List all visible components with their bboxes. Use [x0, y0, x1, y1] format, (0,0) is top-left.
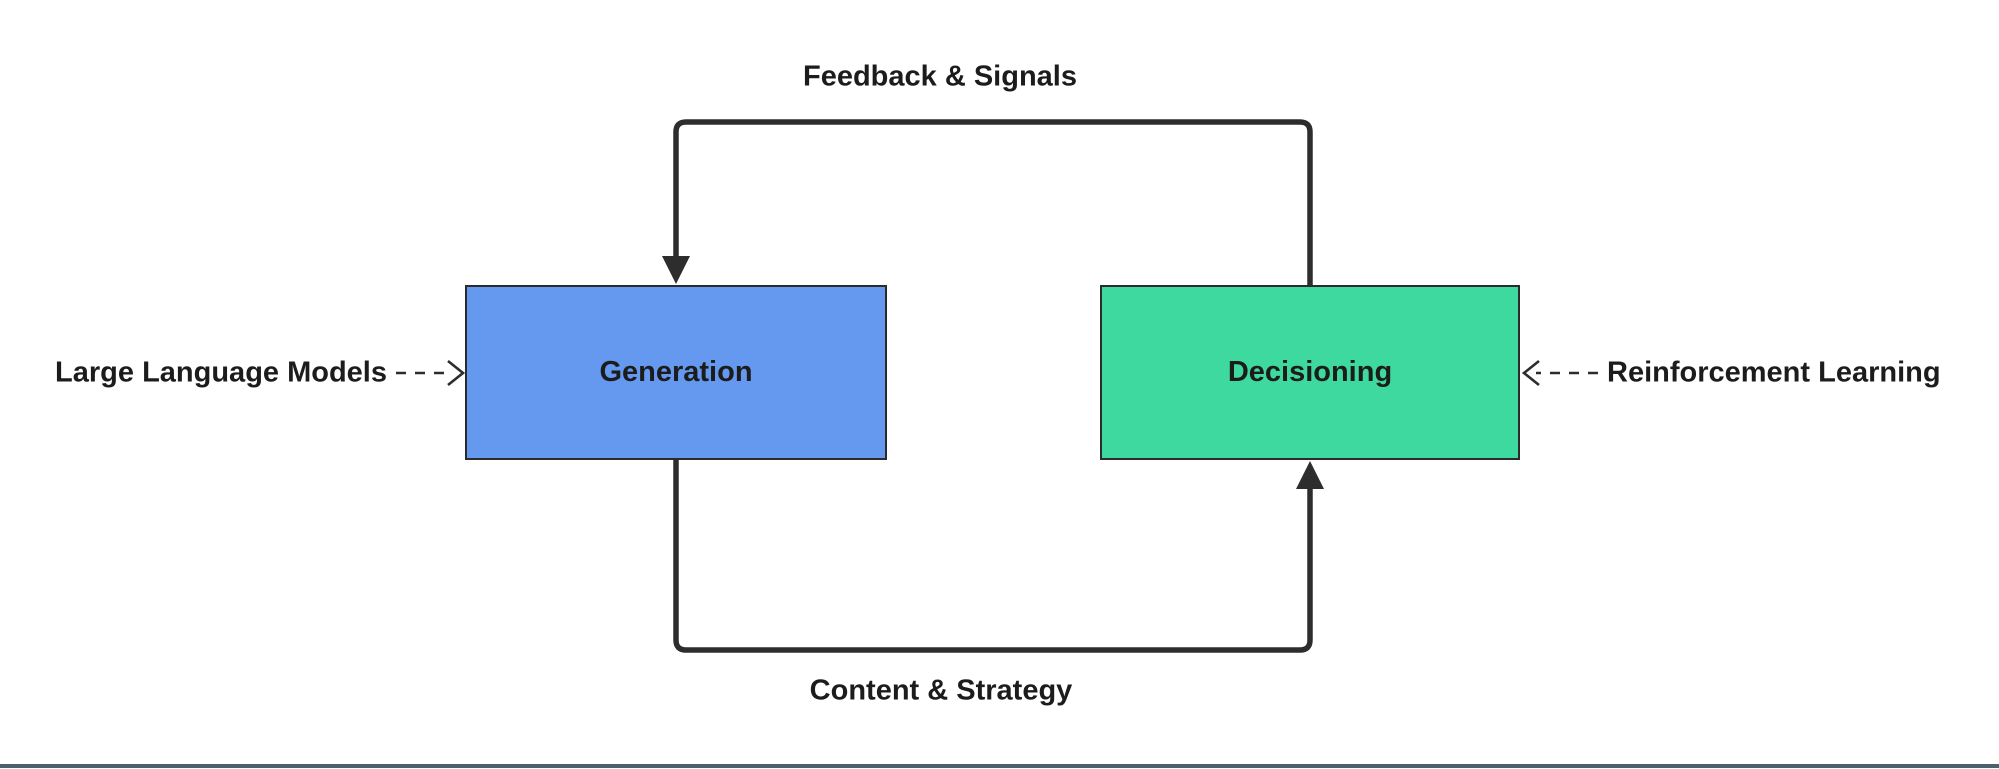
content-loop-arrow	[673, 460, 1324, 653]
node-generation-label: Generation	[599, 356, 753, 388]
edge-label-feedback-signals: Feedback & Signals	[803, 60, 1077, 93]
rl-dashed-arrow	[1521, 359, 1598, 387]
llm-dashed-arrow	[396, 359, 466, 387]
edge-label-content-strategy: Content & Strategy	[809, 674, 1073, 707]
annotation-large-language-models: Large Language Models	[55, 356, 387, 389]
arrowhead-down-icon	[662, 256, 690, 284]
arrowhead-up-icon	[1296, 461, 1324, 489]
node-decisioning-label: Decisioning	[1227, 356, 1393, 388]
arrowhead-left-icon	[1521, 359, 1540, 387]
bottom-rule	[0, 764, 1999, 768]
annotation-reinforcement-learning: Reinforcement Learning	[1607, 356, 1941, 389]
feedback-loop-arrow	[662, 119, 1313, 285]
arrowhead-right-icon	[447, 359, 466, 387]
node-decisioning: Decisioning	[1100, 285, 1520, 460]
node-generation: Generation	[465, 285, 887, 460]
